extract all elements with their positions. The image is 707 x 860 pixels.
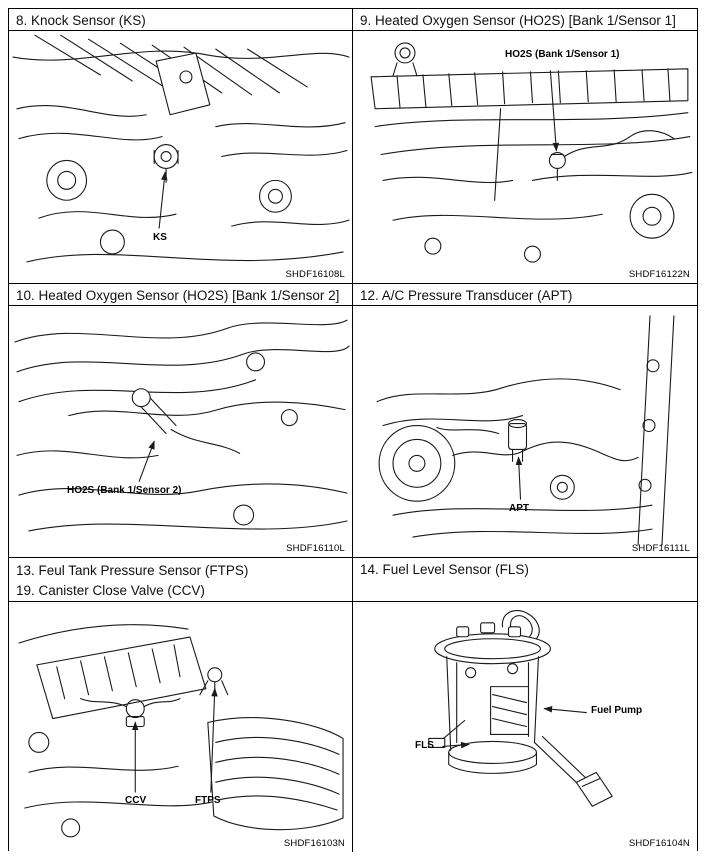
panel-title: 12. A/C Pressure Transducer (APT) bbox=[353, 284, 697, 306]
panel-knock-sensor: 8. Knock Sensor (KS) bbox=[9, 9, 353, 284]
ftps-ccv-figure: CCV FTPS SHDF16103N bbox=[9, 602, 352, 852]
callout-label-fls: FLS bbox=[415, 740, 434, 751]
figure-code: SHDF16104N bbox=[628, 838, 690, 849]
panel-title: 10. Heated Oxygen Sensor (HO2S) [Bank 1/… bbox=[9, 284, 352, 306]
panel-ho2s-bank1-sensor1: 9. Heated Oxygen Sensor (HO2S) [Bank 1/S… bbox=[353, 9, 697, 284]
callout-label-ks: KS bbox=[153, 232, 167, 243]
callout-label-ho2s2: HO2S (Bank 1/Sensor 2) bbox=[67, 485, 182, 496]
panel-ftps-ccv: 13. Feul Tank Pressure Sensor (FTPS) 19.… bbox=[9, 558, 353, 852]
callout-label-ccv: CCV bbox=[125, 795, 147, 806]
panel-title-line1: 13. Feul Tank Pressure Sensor (FTPS) bbox=[16, 563, 249, 578]
panel-fuel-level-sensor: 14. Fuel Level Sensor (FLS) bbox=[353, 558, 697, 852]
callout-label-fuel-pump: Fuel Pump bbox=[591, 705, 643, 716]
panel-ac-pressure-transducer: 12. A/C Pressure Transducer (APT) bbox=[353, 284, 697, 558]
ho2s-s1-illustration bbox=[370, 42, 693, 263]
apt-figure: APT SHDF16111L bbox=[353, 306, 697, 557]
callout-label-ftps: FTPS bbox=[195, 795, 221, 806]
apt-illustration bbox=[376, 315, 675, 546]
figure-code: SHDF16110L bbox=[286, 543, 345, 554]
diagram-grid: 8. Knock Sensor (KS) bbox=[8, 8, 698, 852]
panel-title: 9. Heated Oxygen Sensor (HO2S) [Bank 1/S… bbox=[353, 9, 697, 31]
knock-sensor-illustration bbox=[12, 34, 350, 263]
ho2s-s2-figure: HO2S (Bank 1/Sensor 2) SHDF16110L bbox=[9, 306, 352, 557]
panel-title-line2: 19. Canister Close Valve (CCV) bbox=[16, 583, 205, 598]
figure-code: SHDF16103N bbox=[283, 838, 345, 849]
figure-code: SHDF16108L bbox=[285, 269, 345, 280]
fls-figure: FLS Fuel Pump SHDF16104N bbox=[353, 602, 697, 852]
callout-label-ho2s1: HO2S (Bank 1/Sensor 1) bbox=[505, 49, 620, 60]
ho2s-s1-figure: HO2S (Bank 1/Sensor 1) SHDF16122N bbox=[353, 31, 697, 283]
figure-code: SHDF16122N bbox=[628, 269, 690, 280]
callout-label-apt: APT bbox=[509, 503, 529, 514]
panel-ho2s-bank1-sensor2: 10. Heated Oxygen Sensor (HO2S) [Bank 1/… bbox=[9, 284, 353, 558]
ftps-ccv-illustration bbox=[18, 624, 344, 838]
panel-title: 13. Feul Tank Pressure Sensor (FTPS) 19.… bbox=[9, 558, 352, 602]
fuel-pump-module-illustration bbox=[428, 609, 613, 807]
panel-title: 14. Fuel Level Sensor (FLS) bbox=[353, 558, 697, 602]
panel-title: 8. Knock Sensor (KS) bbox=[9, 9, 352, 31]
knock-sensor-figure: KS SHDF16108L bbox=[9, 31, 352, 283]
ho2s-s2-illustration bbox=[14, 319, 350, 532]
figure-code: SHDF16111L bbox=[631, 543, 690, 554]
